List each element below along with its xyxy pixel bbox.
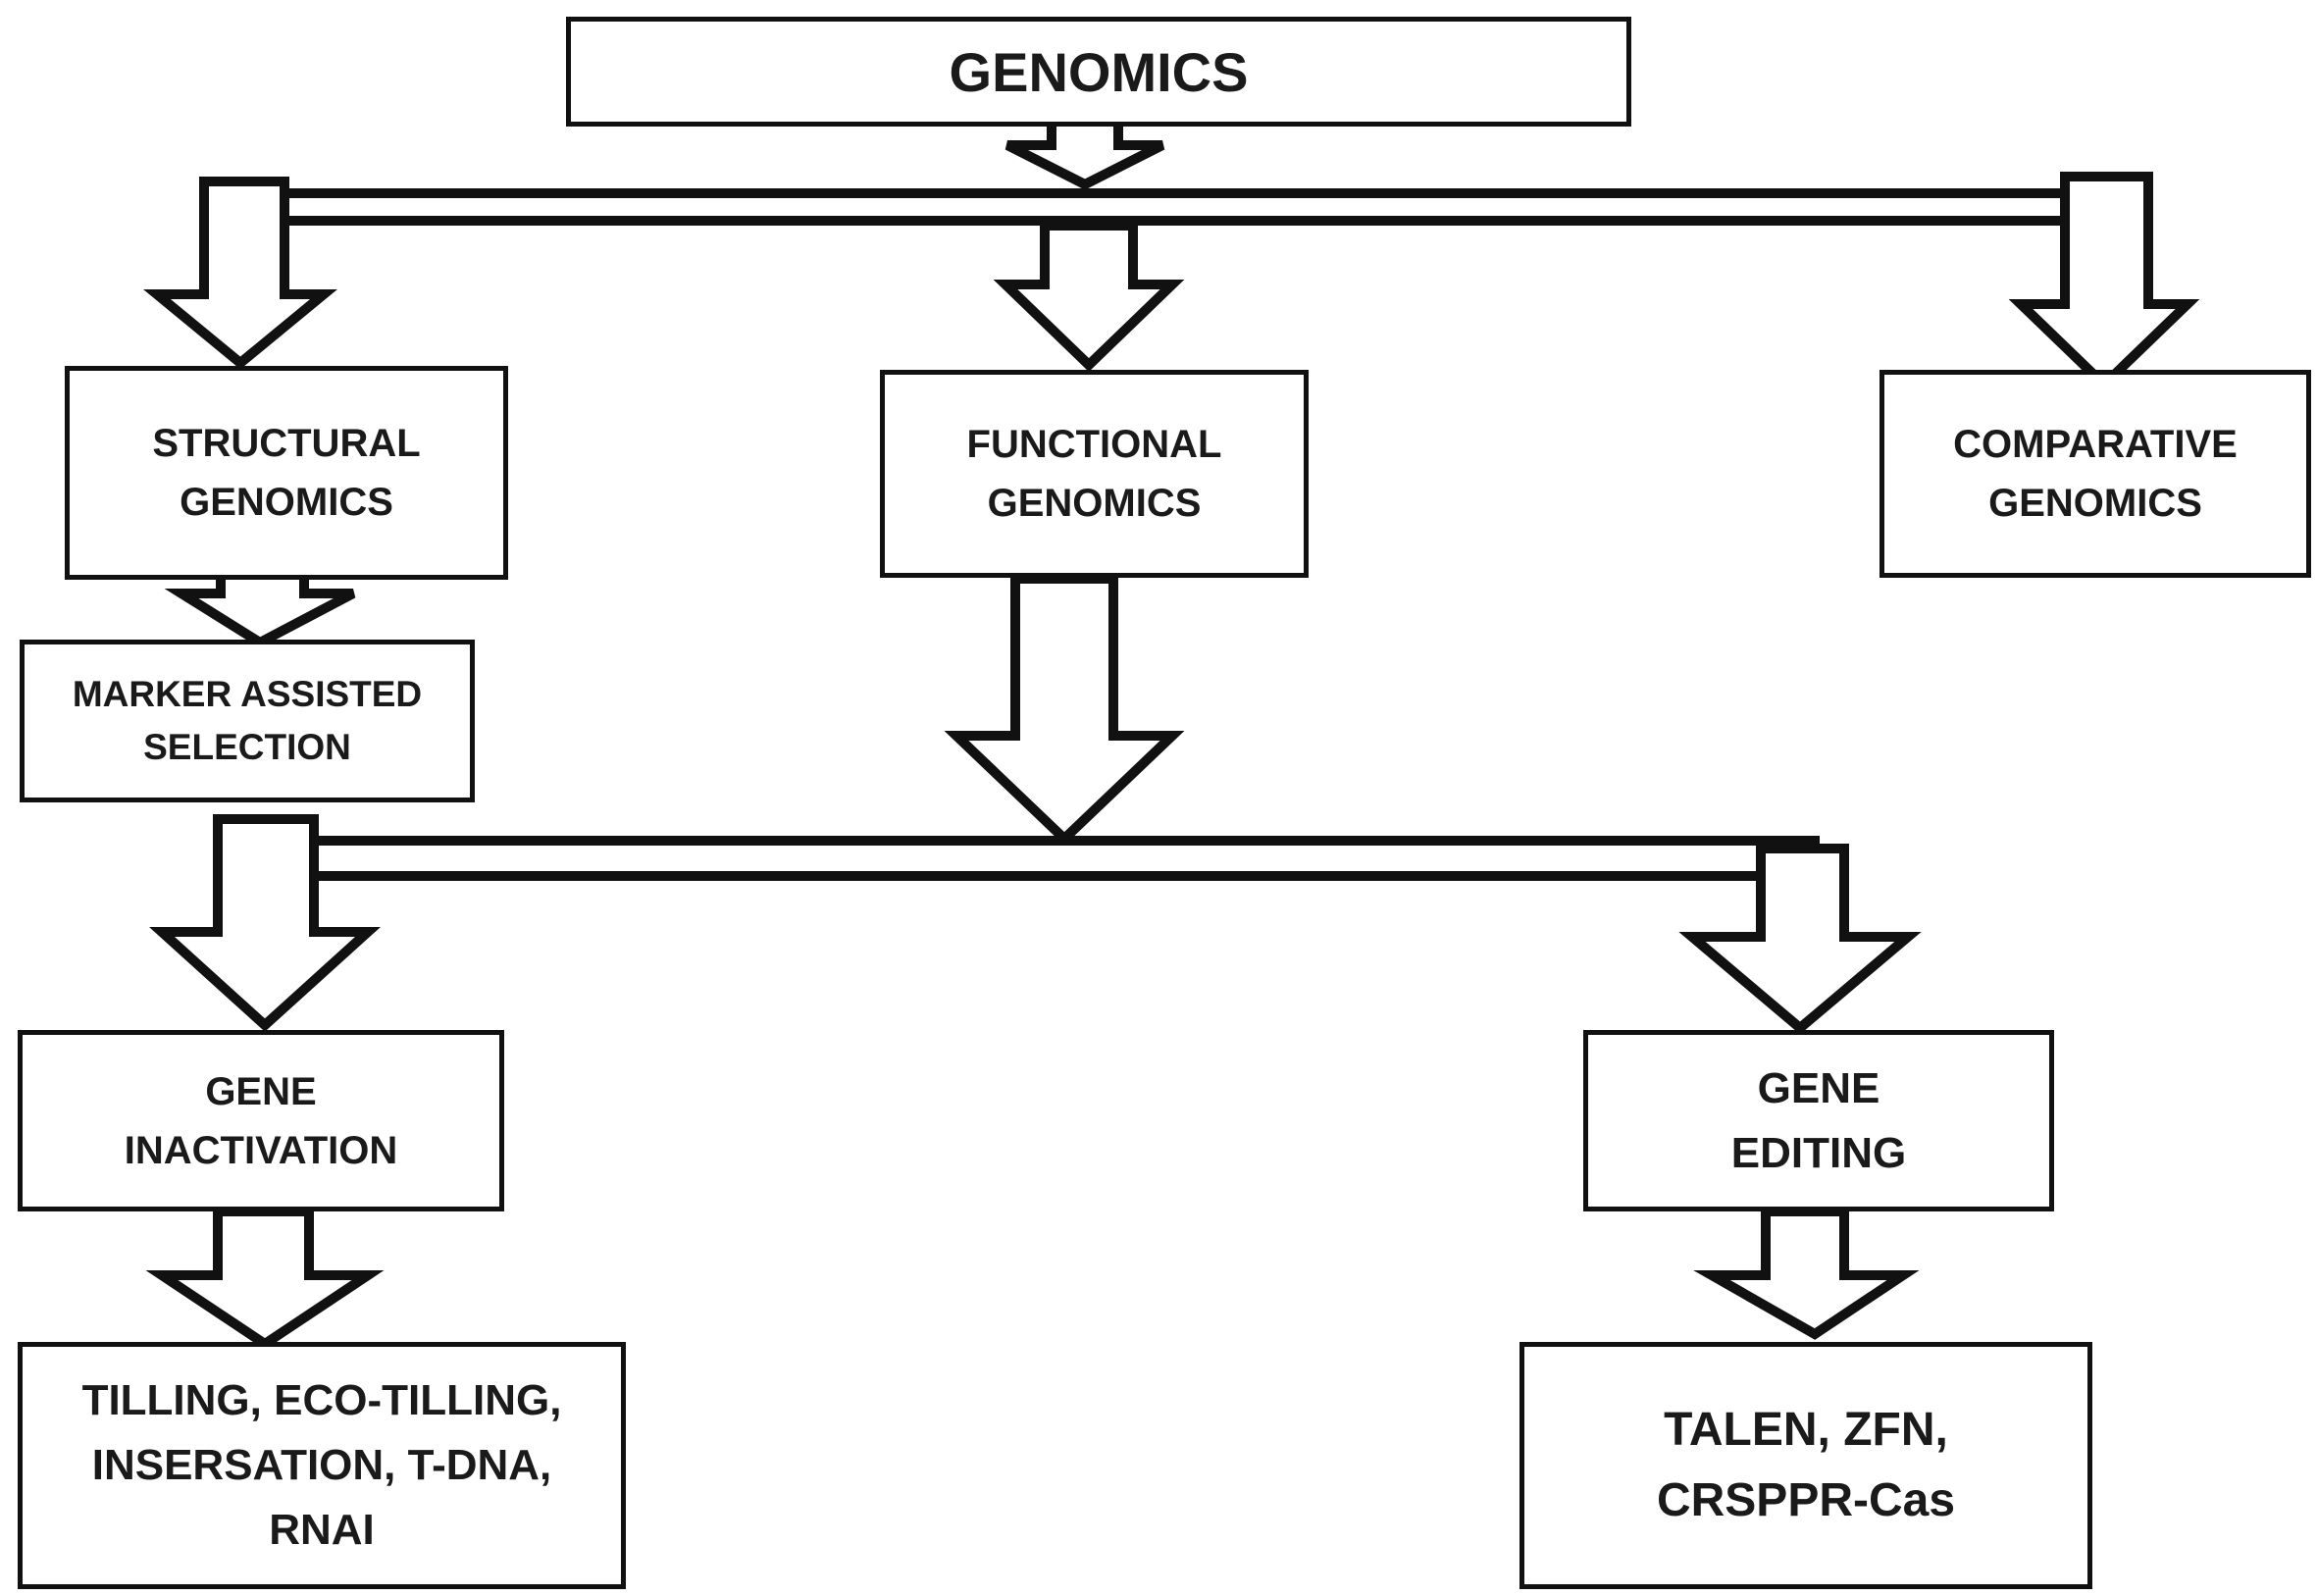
arrow-to-gene-editing (1678, 844, 1922, 1035)
node-editing-methods: TALEN, ZFN, CRSPPR-Cas (1519, 1342, 2092, 1589)
node-gene-inactivation-label: GENE INACTIVATION (124, 1069, 398, 1172)
arrow-to-gene-inactivation (149, 814, 381, 1032)
node-editing-methods-label: TALEN, ZFN, CRSPPR-Cas (1656, 1404, 1956, 1526)
rail-functional-branches (289, 836, 1820, 881)
node-structural-genomics-label: STRUCTURAL GENOMICS (152, 422, 421, 524)
rail-genomics-branches (260, 188, 2085, 226)
arrow-functional-to-rail (944, 574, 1185, 846)
node-gene-editing-label: GENE EDITING (1730, 1063, 1907, 1177)
arrow-editing-to-methods (1693, 1207, 1920, 1340)
node-marker-assisted-selection: MARKER ASSISTED SELECTION (20, 640, 475, 802)
node-structural-genomics: STRUCTURAL GENOMICS (65, 366, 508, 580)
node-comparative-genomics: COMPARATIVE GENOMICS (1879, 370, 2311, 578)
arrow-to-functional (993, 221, 1185, 372)
node-gene-inactivation: GENE INACTIVATION (18, 1030, 504, 1211)
node-inactivation-methods: TILLING, ECO-TILLING, INSERSATION, T-DNA… (18, 1342, 626, 1589)
arrow-genomics-to-rail (1004, 113, 1165, 190)
node-marker-assisted-selection-label: MARKER ASSISTED SELECTION (72, 674, 423, 767)
node-functional-genomics: FUNCTIONAL GENOMICS (880, 370, 1309, 578)
arrow-to-structural (143, 177, 337, 370)
node-inactivation-methods-label: TILLING, ECO-TILLING, INSERSATION, T-DNA… (81, 1376, 562, 1554)
node-genomics-label: GENOMICS (949, 40, 1249, 103)
node-comparative-genomics-label: COMPARATIVE GENOMICS (1953, 423, 2238, 525)
node-gene-editing: GENE EDITING (1583, 1030, 2054, 1211)
arrow-inactivation-to-methods (145, 1207, 385, 1351)
node-genomics: GENOMICS (566, 17, 1631, 127)
node-functional-genomics-label: FUNCTIONAL GENOMICS (966, 423, 1222, 525)
arrow-to-comparative (2008, 172, 2200, 391)
